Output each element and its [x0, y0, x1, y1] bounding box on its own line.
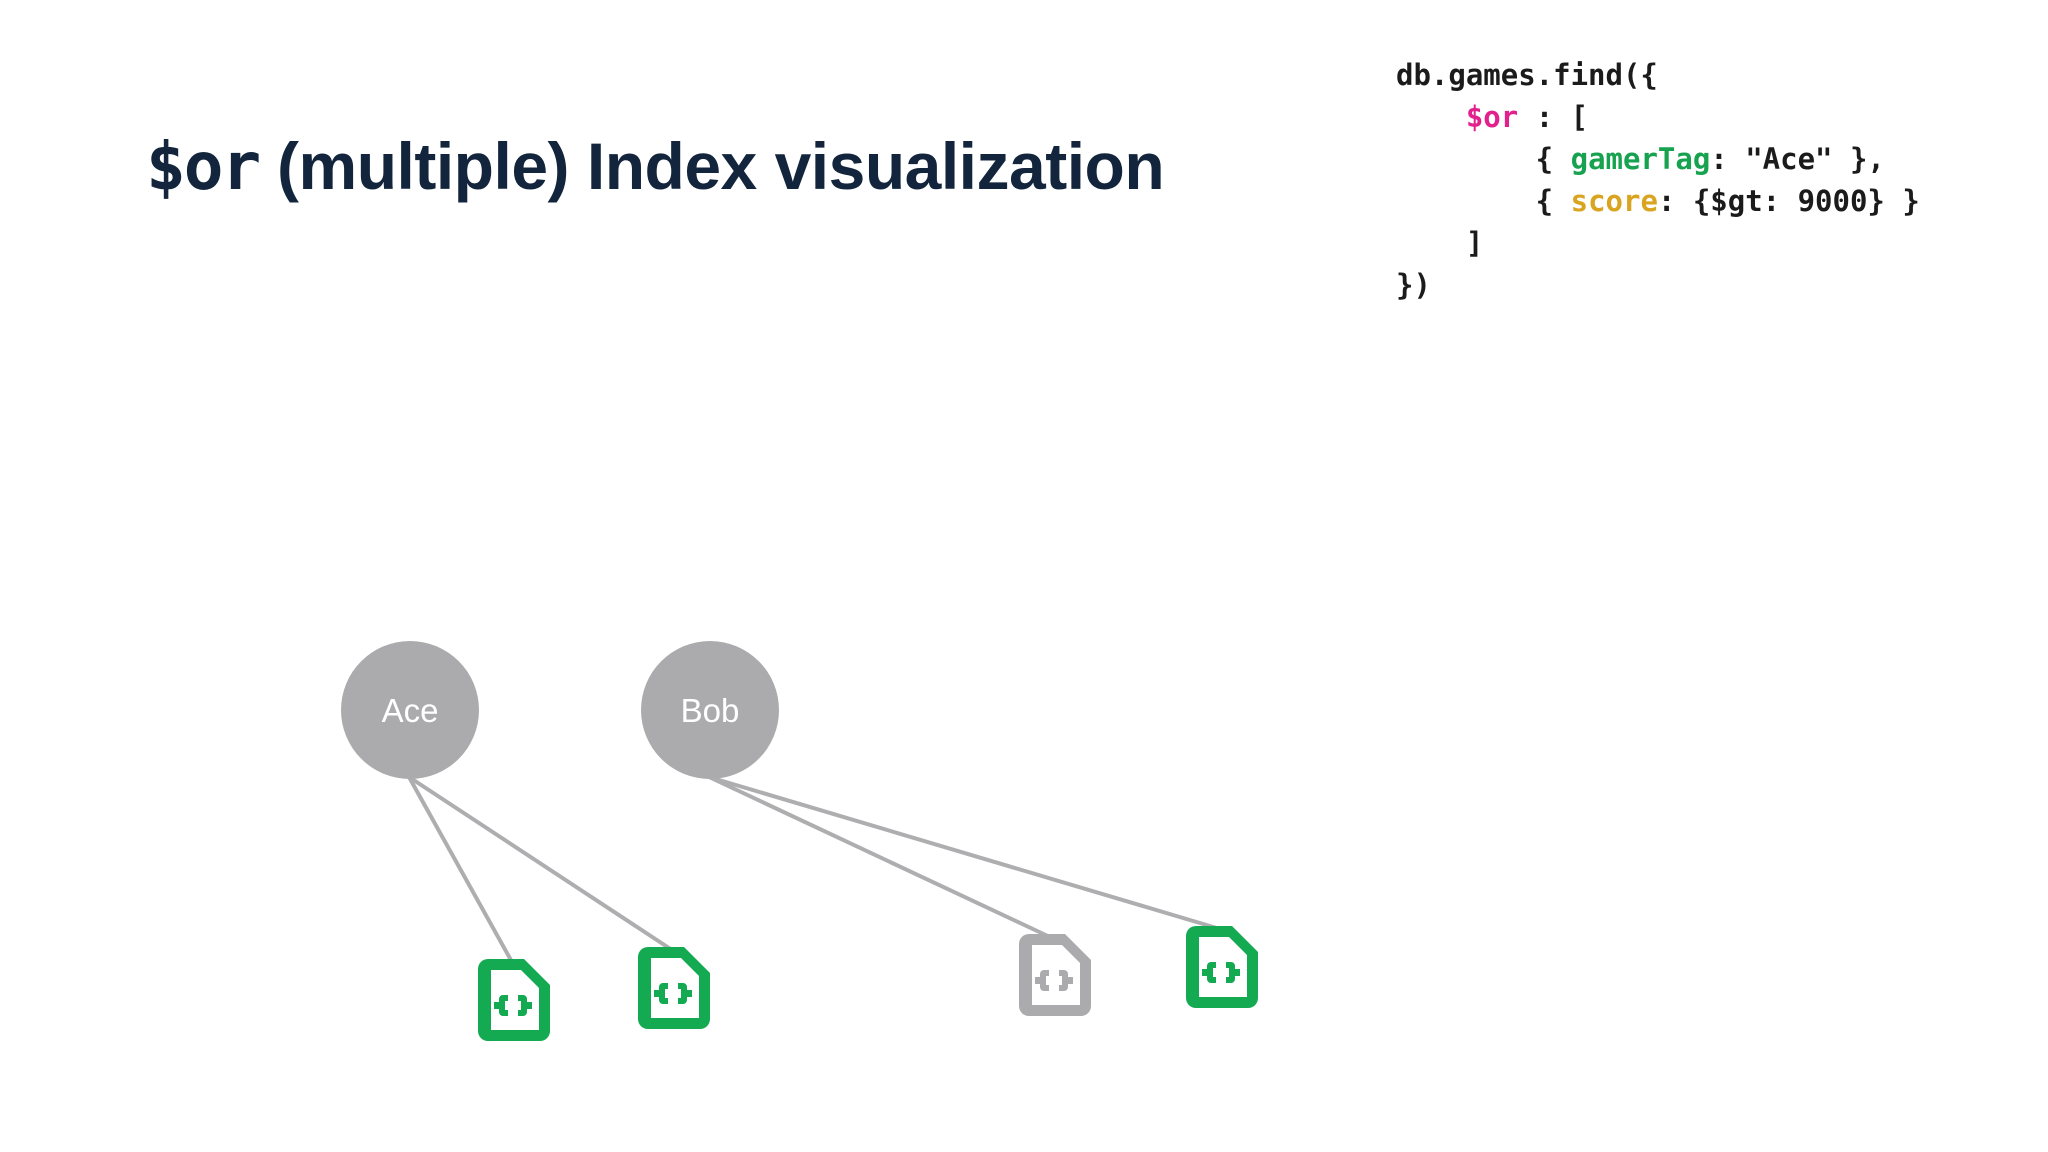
json-document-glyph — [478, 959, 550, 1041]
query-code-block: db.games.find({ $or : [ { gamerTag: "Ace… — [1396, 54, 1920, 306]
index-node-ace[interactable]: Ace — [341, 641, 479, 779]
edge-ace-to-doc2 — [407, 775, 674, 952]
code-token-plain: { — [1396, 142, 1571, 176]
document-icon-doc2[interactable] — [638, 947, 710, 1029]
json-document-glyph — [1019, 934, 1091, 1016]
code-token-plain: }) — [1396, 268, 1431, 302]
code-line: ] — [1396, 222, 1920, 264]
code-token-field2: score — [1570, 184, 1658, 218]
code-line: db.games.find({ — [1396, 54, 1920, 96]
code-line: $or : [ — [1396, 96, 1920, 138]
edge-bob-to-doc4 — [707, 775, 1222, 931]
code-token-plain: ] — [1396, 226, 1484, 260]
index-node-label: Bob — [680, 691, 740, 729]
code-line: }) — [1396, 264, 1920, 306]
code-token-plain: : [ — [1518, 100, 1589, 134]
page-title-operator: $or — [146, 128, 261, 205]
code-token-plain: { — [1396, 184, 1571, 218]
code-line: { gamerTag: "Ace" }, — [1396, 138, 1920, 180]
page-title-rest: (multiple) Index visualization — [259, 129, 1165, 203]
page-title: $or (multiple) Index visualization — [146, 128, 1165, 205]
index-node-bob[interactable]: Bob — [641, 641, 779, 779]
code-token-plain: : "Ace" }, — [1710, 142, 1885, 176]
json-document-glyph — [1186, 926, 1258, 1008]
code-token-op: $or — [1465, 100, 1519, 134]
json-document-glyph — [638, 947, 710, 1029]
edge-bob-to-doc3 — [707, 775, 1054, 940]
edge-ace-to-doc1 — [407, 775, 514, 964]
document-icon-doc4[interactable] — [1186, 926, 1258, 1008]
code-token-plain: db.games.find({ — [1396, 58, 1658, 92]
index-node-label: Ace — [381, 691, 439, 729]
code-token-field1: gamerTag — [1570, 142, 1711, 176]
code-token-plain: : {$gt: 9000} } — [1657, 184, 1920, 218]
document-icon-doc1[interactable] — [478, 959, 550, 1041]
document-icon-doc3[interactable] — [1019, 934, 1091, 1016]
code-line: { score: {$gt: 9000} } — [1396, 180, 1920, 222]
